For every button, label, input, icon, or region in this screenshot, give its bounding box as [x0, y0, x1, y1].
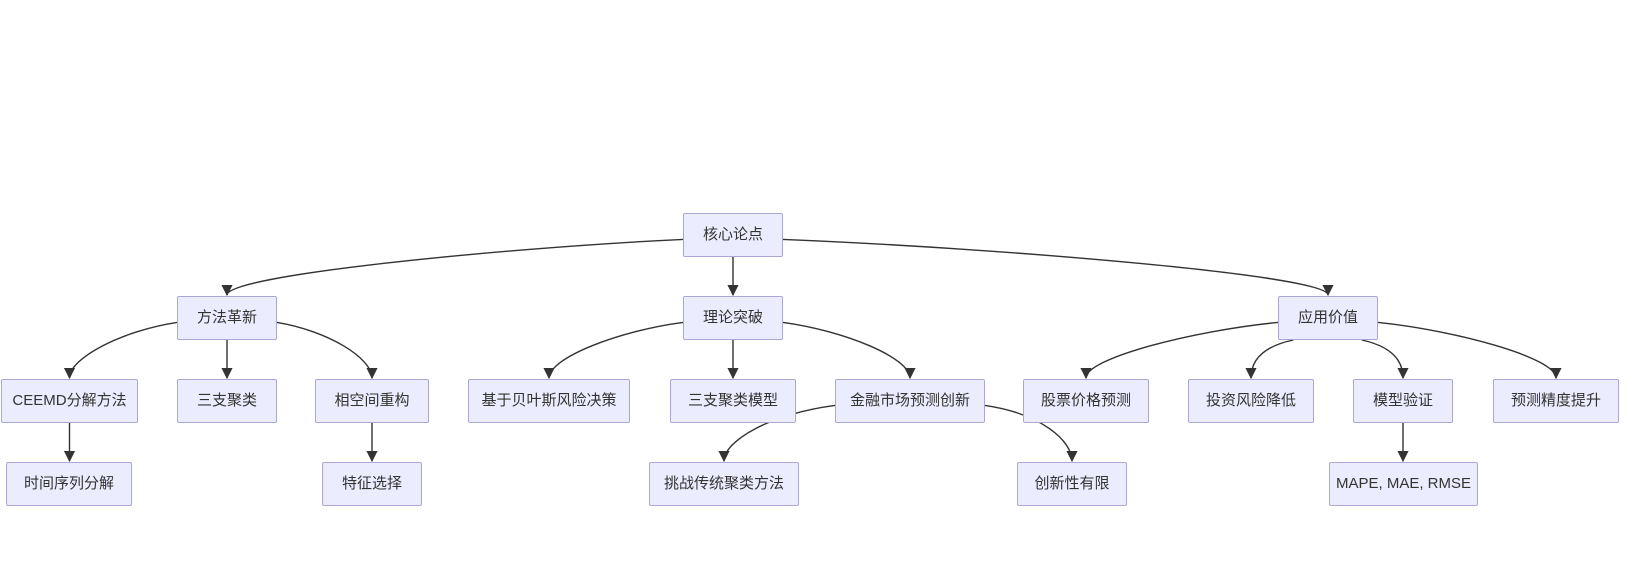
node-label: 时间序列分解 — [23, 475, 114, 492]
edge-fin_innovation-to-challenge — [718, 404, 836, 463]
node-phase_space: 相空间重构 — [315, 379, 429, 423]
node-label: 预测精度提升 — [1510, 392, 1601, 409]
node-label: 应用价值 — [1297, 309, 1358, 326]
node-label: 方法革新 — [196, 309, 257, 326]
node-label: 挑战传统聚类方法 — [663, 475, 784, 492]
node-label: 三支聚类 — [196, 392, 257, 409]
edge-method-to-ceemd — [63, 321, 178, 380]
node-core: 核心论点 — [683, 213, 783, 257]
node-label: 创新性有限 — [1034, 475, 1110, 492]
node-ts_decomp: 时间序列分解 — [6, 462, 132, 506]
node-label: 特征选择 — [341, 475, 402, 492]
node-label: 三支聚类模型 — [687, 392, 778, 409]
node-accuracy: 预测精度提升 — [1493, 379, 1619, 423]
edge-theory-to-fin_innovation — [782, 321, 916, 380]
edge-core-to-application — [782, 238, 1334, 297]
node-method: 方法革新 — [177, 296, 277, 340]
edge-application-to-risk — [1245, 339, 1294, 380]
node-validation: 模型验证 — [1353, 379, 1453, 423]
node-label: 理论突破 — [702, 309, 763, 326]
edge-application-to-accuracy — [1377, 321, 1562, 380]
node-label: 模型验证 — [1372, 392, 1433, 409]
node-label: 相空间重构 — [334, 392, 410, 409]
node-theory: 理论突破 — [683, 296, 783, 340]
node-three_way: 三支聚类 — [177, 379, 277, 423]
node-label: 金融市场预测创新 — [849, 392, 970, 409]
node-label: 核心论点 — [702, 226, 763, 243]
edge-application-to-validation — [1361, 339, 1409, 380]
edge-fin_innovation-to-limited — [984, 404, 1078, 463]
node-application: 应用价值 — [1278, 296, 1378, 340]
node-fin_innovation: 金融市场预测创新 — [835, 379, 985, 423]
node-label: CEEMD分解方法 — [12, 392, 127, 409]
node-label: 基于贝叶斯风险决策 — [481, 392, 617, 409]
edge-theory-to-bayes — [543, 321, 684, 380]
node-label: MAPE, MAE, RMSE — [1335, 475, 1472, 492]
node-label: 股票价格预测 — [1040, 392, 1131, 409]
node-twc_model: 三支聚类模型 — [670, 379, 796, 423]
edge-core-to-method — [221, 238, 684, 297]
node-risk: 投资风险降低 — [1188, 379, 1314, 423]
node-stock: 股票价格预测 — [1023, 379, 1149, 423]
node-feature: 特征选择 — [322, 462, 422, 506]
node-metrics: MAPE, MAE, RMSE — [1329, 462, 1478, 506]
edge-application-to-stock — [1080, 321, 1279, 380]
edge-method-to-phase_space — [276, 321, 378, 380]
node-label: 投资风险降低 — [1205, 392, 1296, 409]
node-bayes: 基于贝叶斯风险决策 — [468, 379, 630, 423]
node-challenge: 挑战传统聚类方法 — [649, 462, 799, 506]
edge-group — [63, 238, 1562, 463]
node-limited: 创新性有限 — [1017, 462, 1127, 506]
node-ceemd: CEEMD分解方法 — [1, 379, 138, 423]
